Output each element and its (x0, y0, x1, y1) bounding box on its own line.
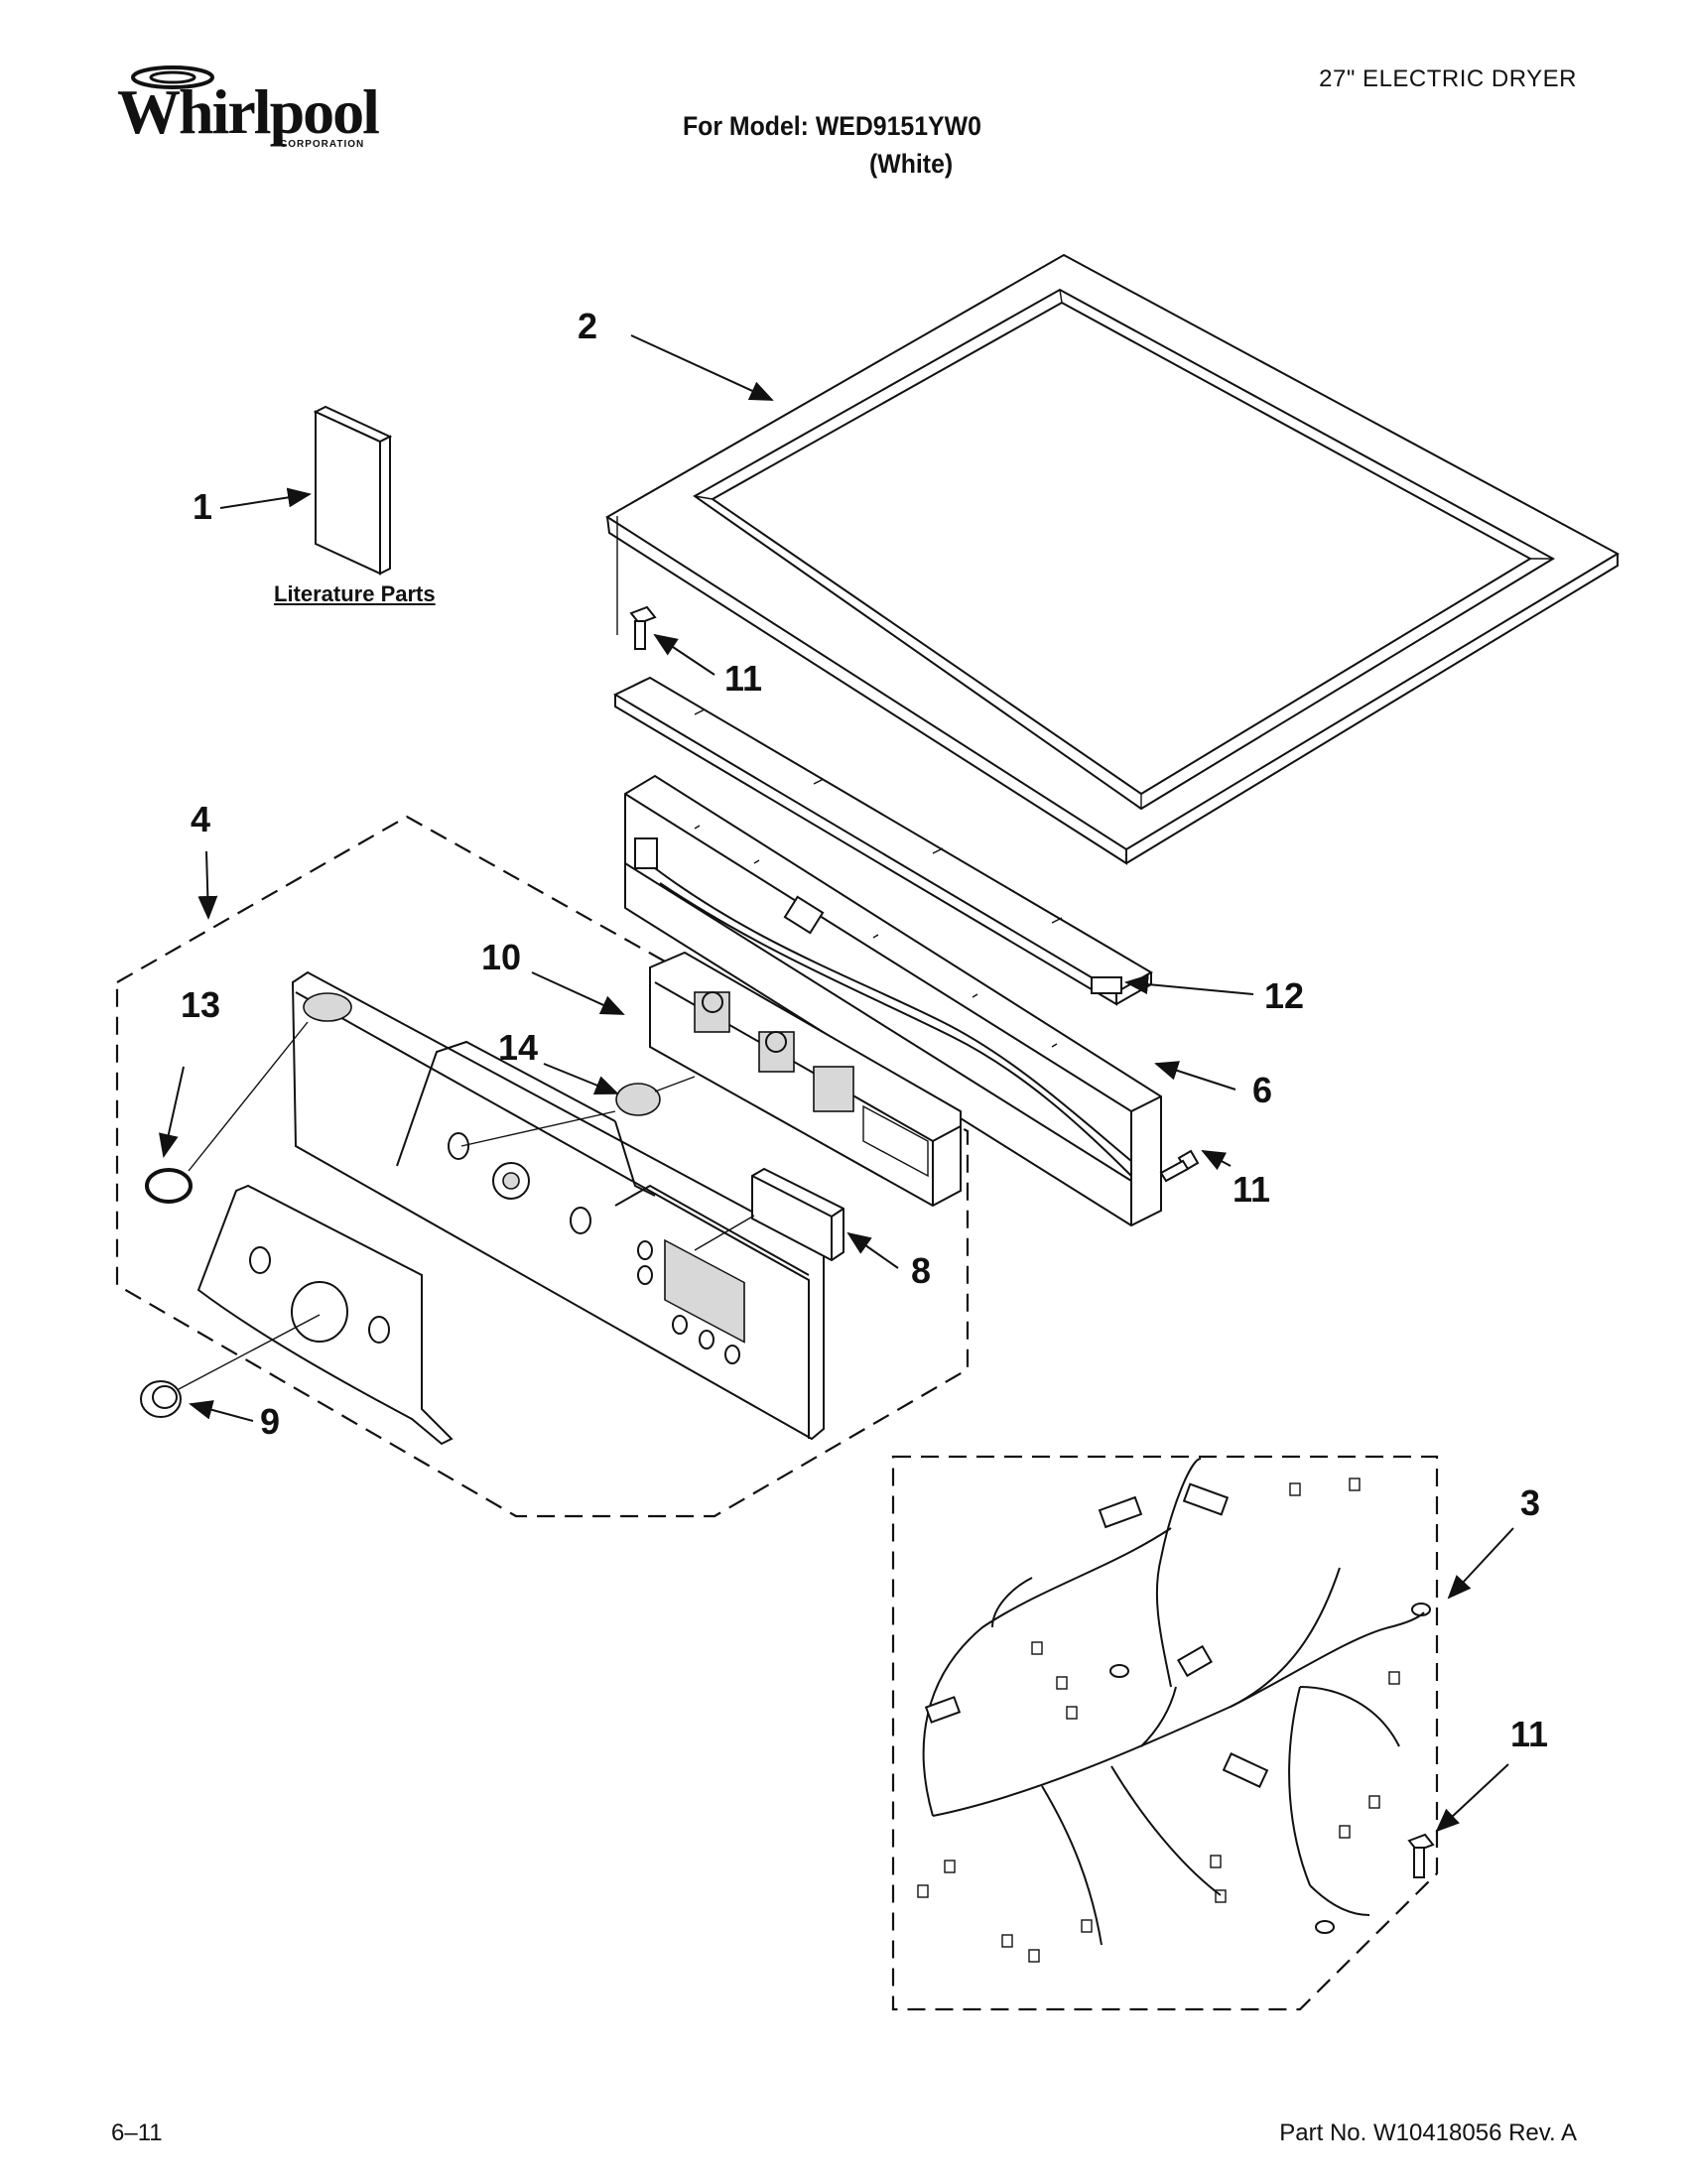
callout-4: 4 (191, 799, 211, 839)
callout-11-upper: 11 (724, 658, 763, 699)
model-label: For Model: WED9151YW0 (683, 111, 981, 141)
callout-8: 8 (911, 1250, 932, 1291)
callout-11-right: 11 (1233, 1169, 1271, 1210)
part-number: Part No. W10418056 Rev. A (1279, 2120, 1577, 2146)
callout-6: 6 (1252, 1070, 1273, 1110)
callout-12: 12 (1264, 975, 1305, 1016)
wire-harness-boundary (891, 1455, 1439, 2011)
brand-logo: Whirlpool CORPORATION (111, 58, 380, 157)
console-assembly-boundary (115, 815, 970, 1518)
knob-bezel-icon (196, 1184, 454, 1446)
logo-swoosh-icon (131, 65, 214, 89)
console-frame-icon (624, 774, 1162, 1227)
literature-parts-label: Literature Parts (274, 581, 436, 606)
brand-wordmark: Whirlpool (117, 76, 380, 147)
knob-icon (140, 1380, 182, 1418)
callout-2: 2 (578, 306, 598, 346)
top-panel-icon (605, 253, 1621, 865)
callout-10: 10 (481, 937, 522, 977)
callout-3: 3 (1520, 1482, 1541, 1523)
literature-booklet-icon (313, 405, 393, 576)
product-type: 27" ELECTRIC DRYER (1319, 65, 1577, 92)
user-interface-module-icon (751, 1167, 844, 1262)
callout-9: 9 (260, 1401, 281, 1442)
disc-icon (615, 1083, 661, 1116)
wire-harness-icon (917, 1458, 1431, 1963)
brand-corporation: CORPORATION (280, 139, 365, 150)
screw-icon-lower (1407, 1833, 1435, 1878)
front-bracket-icon (612, 676, 1153, 1006)
screw-icon-right (1159, 1149, 1200, 1183)
color-label: (White) (869, 149, 954, 179)
callout-11-lower: 11 (1510, 1714, 1549, 1754)
callout-14: 14 (498, 1027, 539, 1068)
control-board-icon (649, 951, 962, 1208)
leader-arrows (159, 334, 1514, 1833)
page-number: 6–11 (111, 2120, 163, 2146)
callout-13: 13 (181, 984, 221, 1025)
screw-icon-upper (629, 605, 657, 650)
callout-1: 1 (193, 486, 213, 527)
ring-icon (145, 1168, 193, 1204)
console-panel-icon (291, 970, 825, 1441)
